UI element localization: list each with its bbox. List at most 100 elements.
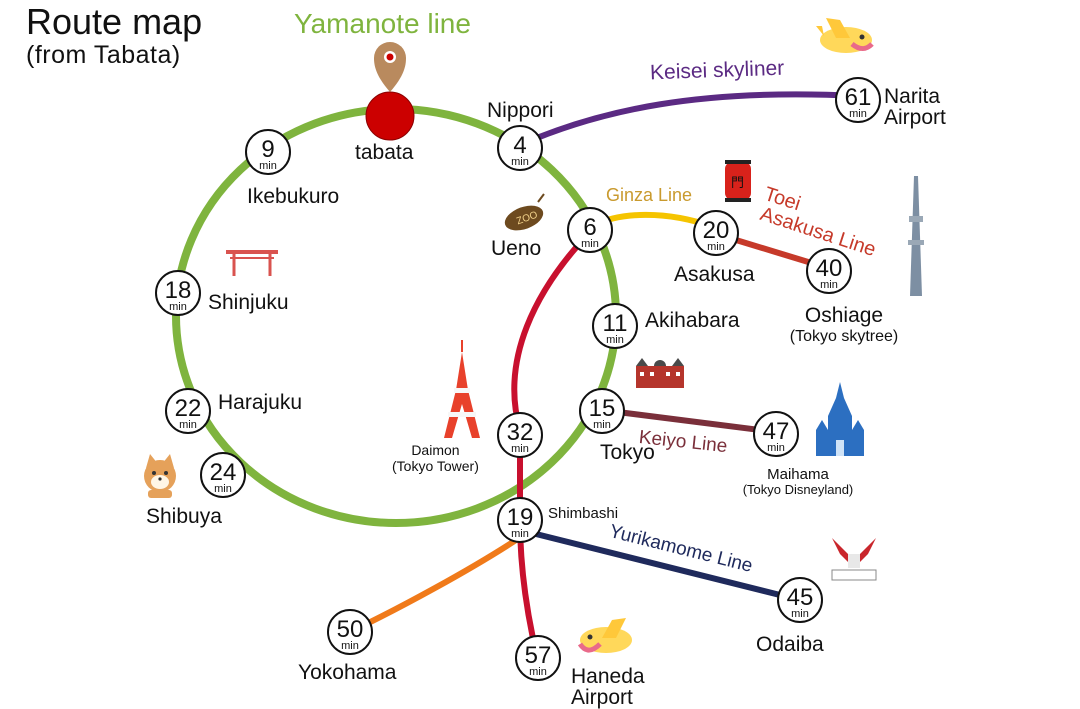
station-minutes-tokyo: 15 [589,395,616,422]
station-minutes-shibuya: 24 [210,459,237,486]
ginza-line-label: Ginza Line [606,185,693,205]
shiba-inu-icon [144,454,176,498]
station-min-unit-tokyo: min [593,419,611,431]
station-min-unit-maihama: min [767,442,785,454]
station-note-oshiage: (Tokyo skytree) [789,328,899,346]
keisei-line [518,91,859,148]
disney-castle-icon [816,382,864,456]
station-min-unit-oshiage: min [820,279,838,291]
airplane-icon [816,18,874,53]
station-circle-yokohama [327,609,373,655]
station-note-daimon: (Tokyo Tower) [392,458,479,475]
station-label-harajuku: Harajuku [218,391,303,414]
station-label-haneda: Haneda Airport [571,666,645,708]
station-min-unit-narita: min [849,108,867,120]
station-label-shinjuku: Shinjuku [208,291,289,314]
station-label-asakusa: Asakusa [674,263,755,286]
tokyo-tower-icon [444,340,480,438]
yurikamome-line [519,527,801,603]
airplane-icon [577,618,632,653]
station-minutes-nippori: 4 [513,132,526,159]
station-min-unit-ueno: min [581,238,599,250]
station-min-unit-shibuya: min [214,483,232,495]
station-label-tabata: tabata [355,141,414,164]
station-circle-shibuya [200,452,246,498]
station-minutes-harajuku: 22 [175,395,202,422]
station-name-haneda-airport: Airport [571,686,633,709]
station-name-oshiage: Oshiage [804,304,884,327]
station-label-odaiba: Odaiba [756,633,824,656]
station-min-unit-odaiba: min [791,608,809,620]
station-circle-harajuku [165,388,211,434]
yamanote-line-label: Yamanote line [294,8,471,39]
station-minutes-ikebukuro: 9 [261,136,274,163]
station-min-unit-shinjuku: min [169,301,187,313]
station-minutes-maihama: 47 [763,418,790,445]
station-min-unit-nippori: min [511,156,529,168]
station-label-ueno: Ueno [491,237,542,260]
station-min-unit-shimbashi: min [511,528,529,540]
page-title: Route map [26,1,203,42]
station-label-shibuya: Shibuya [146,505,222,528]
yokohama-line [348,537,518,635]
zoo-icon: ZOO [504,193,545,231]
station-circle-odaiba [777,577,823,623]
station-minutes-yokohama: 50 [337,616,364,643]
station-name-daimon: Daimon [411,442,460,458]
station-name-maihama: Maihama [767,466,829,483]
station-min-unit-asakusa: min [707,241,725,253]
station-label-daimon: Daimon (Tokyo Tower) [392,442,479,474]
station-minutes-haneda: 57 [525,642,552,669]
station-minutes-shimbashi: 19 [507,504,534,531]
station-label-tokyo: Tokyo [600,441,655,464]
tokyo-skytree-icon [908,176,924,296]
station-circle-shinjuku [155,270,201,316]
station-min-unit-akihabara: min [606,334,624,346]
station-label-akihabara: Akihabara [645,309,740,332]
station-circle-asakusa [693,210,739,256]
tokyo-station-icon [636,358,684,388]
keiyo-line [601,407,777,435]
station-label-maihama: Maihama (Tokyo Disneyland) [724,466,872,498]
station-minutes-daimon: 32 [507,419,534,446]
station-circle-tokyo [579,388,625,434]
kaminarimon-lantern-icon: 門 [725,160,751,202]
station-label-narita: Narita Airport [884,86,946,128]
station-circle-haneda [515,635,561,681]
station-min-unit-haneda: min [529,666,547,678]
station-circle-narita [835,77,881,123]
station-label-yokohama: Yokohama [298,661,397,684]
station-minutes-oshiage: 40 [816,255,843,282]
station-circle-nippori [497,125,543,171]
station-minutes-narita: 61 [845,84,872,111]
station-minutes-asakusa: 20 [703,217,730,244]
station-min-unit-daimon: min [511,443,529,455]
keisei-line-label: Keisei skyliner [649,56,785,85]
station-circle-akihabara [592,303,638,349]
station-circle-oshiage [806,248,852,294]
station-minutes-ueno: 6 [583,214,596,241]
station-circle-ueno [567,207,613,253]
station-name-narita-airport: Airport [884,106,946,129]
station-minutes-akihabara: 11 [603,310,628,337]
page-subtitle: (from Tabata) [26,41,181,69]
station-circle-ikebukuro [245,129,291,175]
tabata-origin-dot [365,91,415,141]
station-min-unit-yokohama: min [341,640,359,652]
